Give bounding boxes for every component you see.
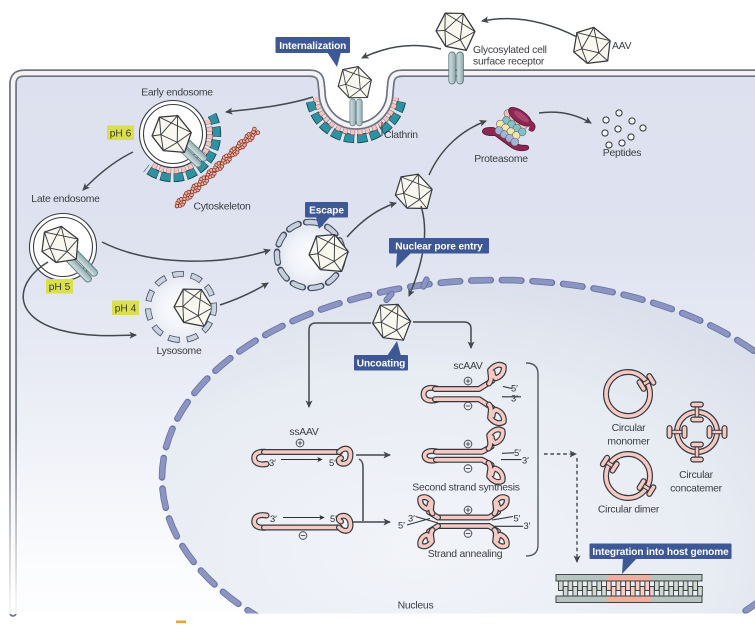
svg-text:Circular: Circular <box>612 423 647 434</box>
svg-text:pH 4: pH 4 <box>115 304 137 315</box>
svg-text:Uncoating: Uncoating <box>357 359 405 370</box>
svg-text:3′: 3′ <box>269 458 276 468</box>
svg-text:AAV: AAV <box>612 41 632 52</box>
svg-text:pH 5: pH 5 <box>49 282 71 293</box>
svg-text:Early endosome: Early endosome <box>141 88 213 99</box>
svg-text:monomer: monomer <box>607 437 650 448</box>
svg-text:Circular: Circular <box>679 470 714 481</box>
svg-text:Clathrin: Clathrin <box>384 130 418 141</box>
svg-text:Proteasome: Proteasome <box>474 154 528 165</box>
svg-text:3′: 3′ <box>522 456 529 466</box>
svg-text:Internalization: Internalization <box>279 41 346 52</box>
svg-text:Peptides: Peptides <box>603 148 641 159</box>
svg-text:5′: 5′ <box>514 448 521 458</box>
svg-text:Circular dimer: Circular dimer <box>598 505 660 516</box>
svg-text:Nuclear pore entry: Nuclear pore entry <box>395 242 483 253</box>
svg-text:Lysosome: Lysosome <box>157 346 202 357</box>
svg-text:5′: 5′ <box>330 514 337 524</box>
svg-text:scAAV: scAAV <box>453 361 482 372</box>
svg-text:5′: 5′ <box>329 458 336 468</box>
svg-text:5′: 5′ <box>511 384 518 394</box>
svg-text:3′: 3′ <box>408 514 415 524</box>
svg-text:pH 6: pH 6 <box>110 129 132 140</box>
svg-text:3′: 3′ <box>511 394 518 404</box>
svg-text:Integration into host genome: Integration into host genome <box>592 547 729 558</box>
svg-text:5′: 5′ <box>398 521 405 531</box>
svg-text:Second strand synthesis: Second strand synthesis <box>412 483 520 494</box>
svg-text:Glycosylated cell: Glycosylated cell <box>473 45 547 56</box>
svg-text:Late endosome: Late endosome <box>31 194 100 205</box>
svg-text:5′: 5′ <box>514 514 521 524</box>
svg-text:Escape: Escape <box>309 206 344 217</box>
svg-text:Strand annealing: Strand annealing <box>428 549 503 560</box>
svg-text:concatemer: concatemer <box>670 484 723 495</box>
svg-text:Cytoskeleton: Cytoskeleton <box>193 202 251 213</box>
svg-text:surface receptor: surface receptor <box>473 57 545 68</box>
svg-text:Nucleus: Nucleus <box>398 601 434 612</box>
svg-text:3′: 3′ <box>524 521 531 531</box>
svg-text:ssAAV: ssAAV <box>289 427 318 438</box>
svg-text:3′: 3′ <box>270 514 277 524</box>
